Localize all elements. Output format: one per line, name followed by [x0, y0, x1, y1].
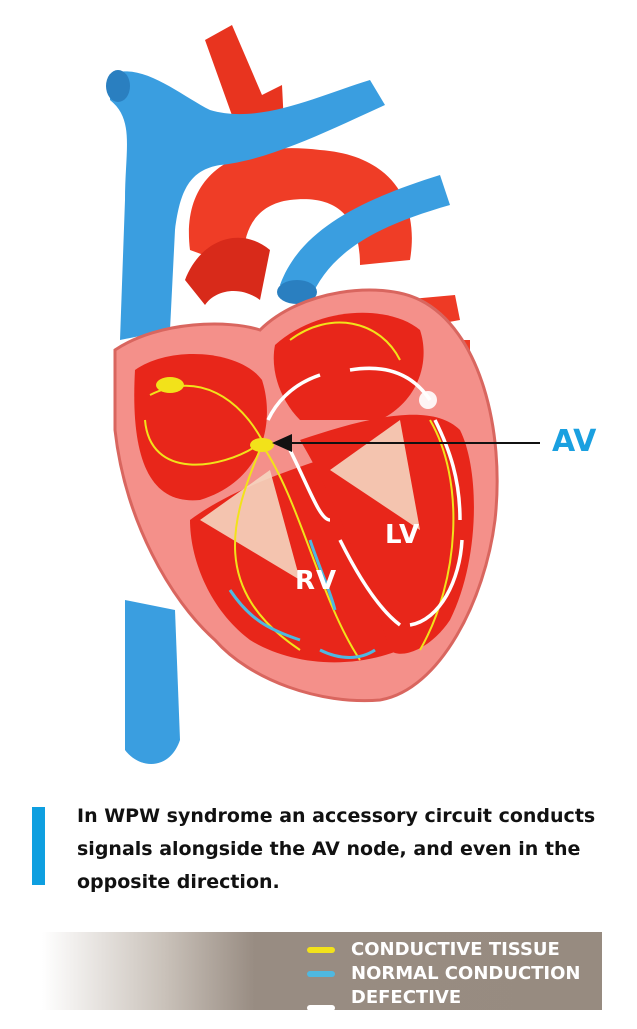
left-atrium [273, 312, 424, 420]
vessel-opening [277, 280, 317, 304]
legend-item-normal-conduction: NORMAL CONDUCTION [307, 963, 581, 984]
defective-conduction [266, 366, 464, 627]
caption-accent-bar [32, 807, 45, 885]
sa-node [156, 377, 184, 393]
caption: In WPW syndrome an accessory circuit con… [77, 805, 596, 893]
superior-vena-cava [110, 71, 385, 341]
legend-swatch [307, 946, 335, 953]
legend-label: DEFECTIVE CONDUCTION [350, 987, 487, 1029]
av-node [250, 438, 274, 452]
legend-label: CONDUCTIVE TISSUE [351, 939, 560, 960]
normal-conduction [228, 539, 376, 659]
arrow-head-icon [272, 434, 292, 452]
pulmonary-trunk [280, 175, 450, 300]
rv-label: RV [295, 566, 338, 596]
legend-label: NORMAL CONDUCTION [351, 963, 581, 984]
vessel-opening [106, 70, 130, 102]
heart-illustration [106, 25, 540, 764]
legend-swatch [307, 970, 335, 977]
lv-label: LV [385, 520, 421, 550]
legend-item-defective-conduction: DEFECTIVE CONDUCTION [307, 987, 602, 1029]
legend-swatch [307, 1005, 335, 1011]
legend-item-conductive-tissue: CONDUCTIVE TISSUE [307, 939, 560, 960]
legend: CONDUCTIVE TISSUE NORMAL CONDUCTION DEFE… [42, 932, 602, 1029]
accessory-pathway-spark [419, 391, 437, 409]
valve-tendons [200, 420, 420, 580]
av-label: AV [552, 424, 597, 459]
pulmonary-artery [185, 237, 270, 305]
inferior-vena-cava [125, 600, 180, 764]
